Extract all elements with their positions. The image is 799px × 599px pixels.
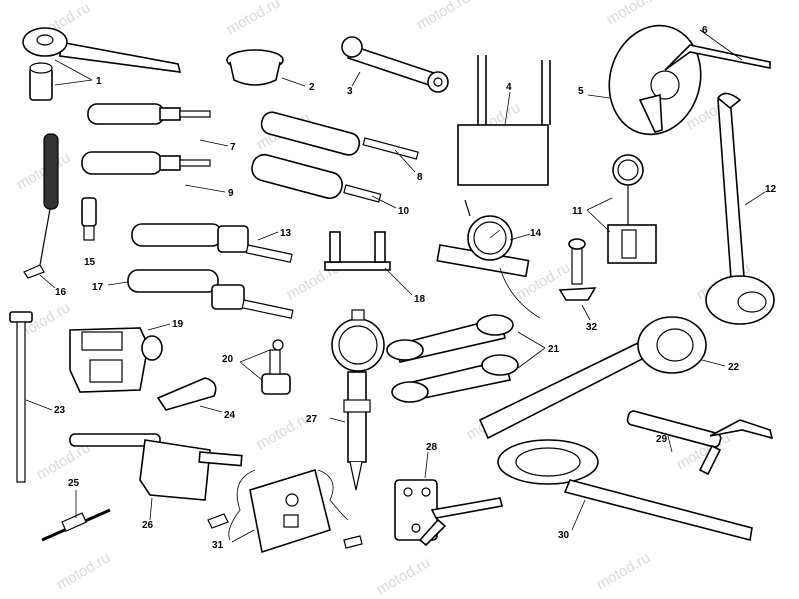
tool-17-drift (107, 269, 294, 319)
callout-29: 29 (656, 434, 668, 445)
tool-8-drift (260, 111, 419, 173)
callout-11: 11 (572, 206, 583, 217)
callout-18: 18 (414, 294, 426, 305)
tool-22-ring-spanner (478, 316, 726, 440)
callout-27: 27 (306, 414, 318, 425)
tool-23-threaded-rod (9, 311, 53, 483)
callout-6: 6 (702, 25, 708, 36)
tool-13-drift (131, 223, 293, 263)
tool-15-pin (81, 197, 97, 241)
tool-32-puller (558, 238, 597, 321)
watermark: motod.ru (414, 0, 474, 33)
callout-4: 4 (506, 82, 512, 93)
callout-24: 24 (224, 410, 236, 421)
callout-10: 10 (398, 206, 410, 217)
callout-30: 30 (558, 530, 570, 541)
tool-29-puller-bar (626, 410, 774, 476)
callout-23: 23 (54, 405, 66, 416)
callout-9: 9 (228, 188, 234, 199)
watermark: motod.ru (594, 549, 654, 593)
tool-2-cup-wrench (226, 49, 306, 87)
tool-12-pin-spanner (705, 92, 775, 325)
callout-26: 26 (142, 520, 154, 531)
callout-28: 28 (426, 442, 438, 453)
tool-10-drift (251, 153, 397, 209)
tool-1-socket-wrench (22, 27, 182, 101)
callout-13: 13 (280, 228, 292, 239)
callout-8: 8 (417, 172, 423, 183)
watermark: motod.ru (54, 549, 114, 593)
tool-18-fork-plate (324, 231, 413, 296)
callout-16: 16 (55, 287, 67, 298)
callout-21: 21 (548, 344, 560, 355)
callout-20: 20 (222, 354, 234, 365)
tool-30-ring-spanner (497, 439, 753, 541)
tool-21-link-plates (386, 314, 546, 403)
tool-28-bracket (394, 451, 503, 547)
watermark: motod.ru (604, 0, 664, 28)
callout-15: 15 (84, 257, 96, 268)
callout-17: 17 (92, 282, 104, 293)
tool-19-meter (69, 323, 171, 393)
callout-2: 2 (309, 82, 315, 93)
watermark: motod.ru (374, 554, 434, 598)
watermark: motod.ru (224, 0, 284, 38)
callout-31: 31 (212, 540, 224, 551)
tool-27-dial-indicator (329, 309, 385, 491)
watermark: motod.ru (14, 149, 74, 193)
watermark: motod.ru (254, 409, 314, 453)
callout-25: 25 (68, 478, 80, 489)
tool-5-6-degree-wheel (587, 24, 771, 136)
tool-25-small-drift (41, 490, 111, 542)
callout-22: 22 (728, 362, 740, 373)
tool-11-dial-gauge-block (586, 154, 657, 264)
callout-19: 19 (172, 319, 184, 330)
callout-1: 1 (96, 76, 102, 87)
tool-9-drift (81, 151, 226, 193)
callout-12: 12 (765, 184, 777, 195)
tool-7-drift (87, 103, 229, 147)
tool-20-small-puller (239, 339, 291, 395)
tool-16-puller (23, 133, 59, 289)
callout-7: 7 (230, 142, 236, 153)
tool-24-cone-drift (156, 377, 223, 413)
callout-5: 5 (578, 86, 584, 97)
callout-3: 3 (347, 86, 353, 97)
tool-31-tester-box (207, 468, 363, 554)
tool-4-holder-stand (457, 55, 551, 186)
tool-26-press-frame (69, 433, 243, 521)
callout-32: 32 (586, 322, 598, 333)
tool-14-gauge-bar (436, 199, 541, 319)
tool-3-spanner (341, 36, 449, 93)
callout-14: 14 (530, 228, 542, 239)
